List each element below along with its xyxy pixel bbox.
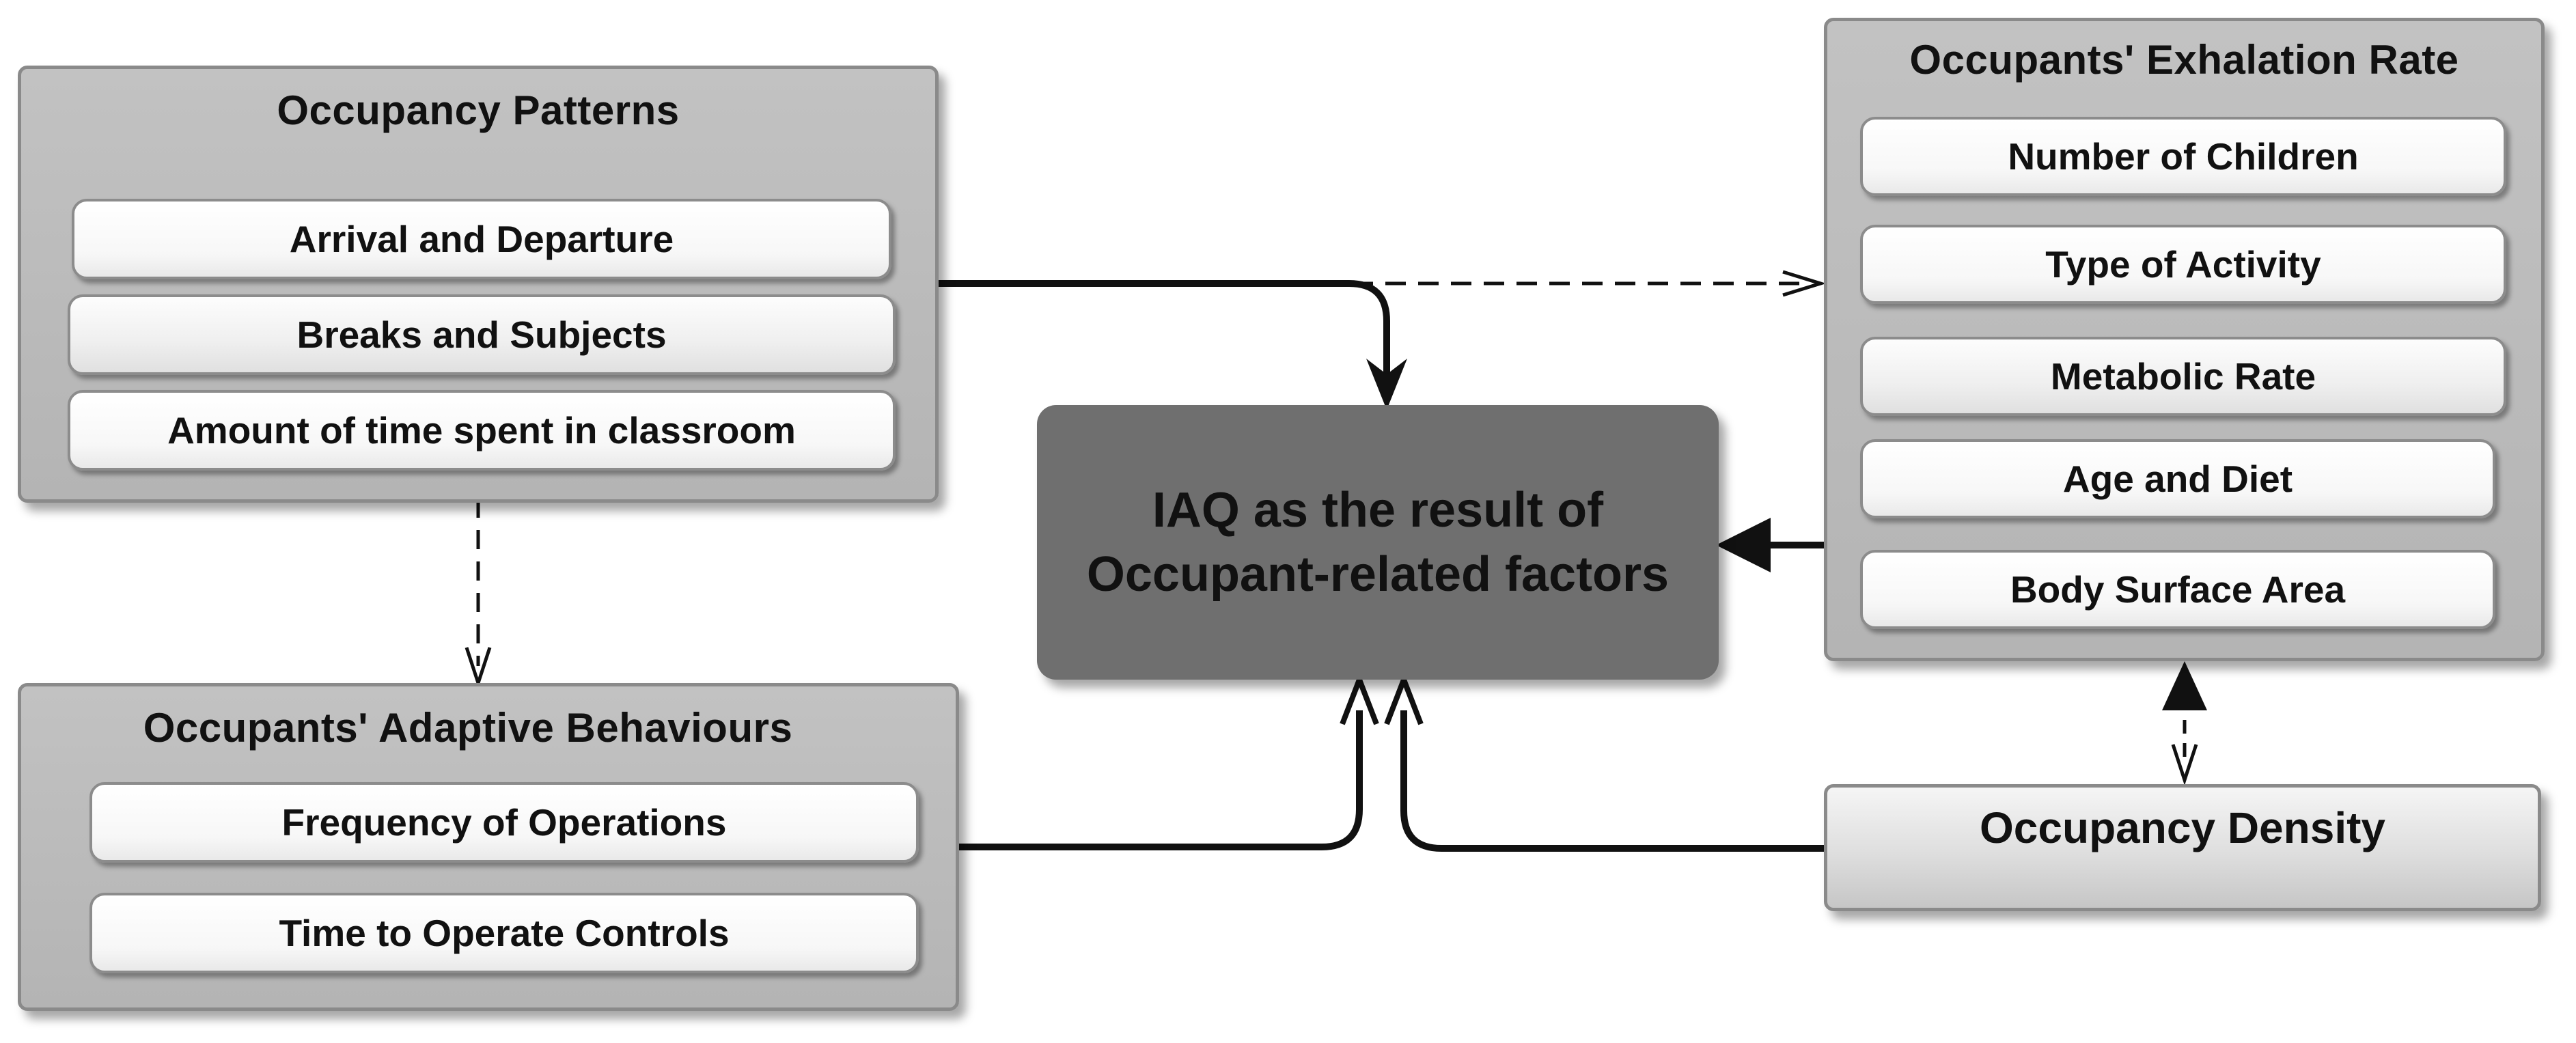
group-exhalation-rate: Occupants' Exhalation Rate Number of Chi… <box>1824 18 2545 661</box>
group-adaptive-behaviours: Occupants' Adaptive Behaviours Frequency… <box>18 683 959 1011</box>
central-iaq-text: IAQ as the result of Occupant-related fa… <box>1070 478 1685 607</box>
group-title-occupancy-patterns: Occupancy Patterns <box>277 87 680 133</box>
group-title-exhalation-rate: Occupants' Exhalation Rate <box>1909 37 2459 83</box>
item-body-surface-area: Body Surface Area <box>1860 550 2495 629</box>
arrowhead-patterns-to-exhalation <box>1782 270 1827 297</box>
group-title-adaptive-behaviours: Occupants' Adaptive Behaviours <box>143 705 793 751</box>
occupancy-density-label: Occupancy Density <box>1980 803 2385 852</box>
arrowhead-exhalation-to-central <box>1716 518 1771 572</box>
arrowhead-adaptive-to-central <box>1340 671 1379 725</box>
connector-patterns-to-central <box>937 280 1390 383</box>
occupancy-density-box: Occupancy Density <box>1824 784 2541 911</box>
arrowhead-density-to-exhalation <box>2162 661 2207 710</box>
central-iaq-line-1: IAQ as the result of <box>1152 483 1604 538</box>
arrowhead-exhalation-to-density <box>2171 744 2198 786</box>
connector-density-to-central <box>1400 710 1825 852</box>
item-number-children: Number of Children <box>1860 117 2506 196</box>
item-type-activity: Type of Activity <box>1860 225 2506 304</box>
item-breaks-subjects: Breaks and Subjects <box>68 294 896 375</box>
central-iaq-line-2: Occupant-related factors <box>1086 547 1670 602</box>
arrowhead-density-to-central <box>1384 671 1424 725</box>
connector-adaptive-to-central <box>956 710 1363 850</box>
item-time-operate-controls: Time to Operate Controls <box>89 893 919 973</box>
central-iaq-box: IAQ as the result of Occupant-related fa… <box>1037 405 1719 680</box>
item-arrival-departure: Arrival and Departure <box>72 199 891 279</box>
arrowhead-patterns-to-central <box>1366 359 1407 410</box>
item-frequency-operations: Frequency of Operations <box>89 782 919 863</box>
item-metabolic-rate: Metabolic Rate <box>1860 337 2506 416</box>
group-occupancy-patterns: Occupancy Patterns Arrival and Departure… <box>18 66 939 503</box>
item-time-in-classroom: Amount of time spent in classroom <box>68 390 896 471</box>
item-age-diet: Age and Diet <box>1860 439 2495 518</box>
